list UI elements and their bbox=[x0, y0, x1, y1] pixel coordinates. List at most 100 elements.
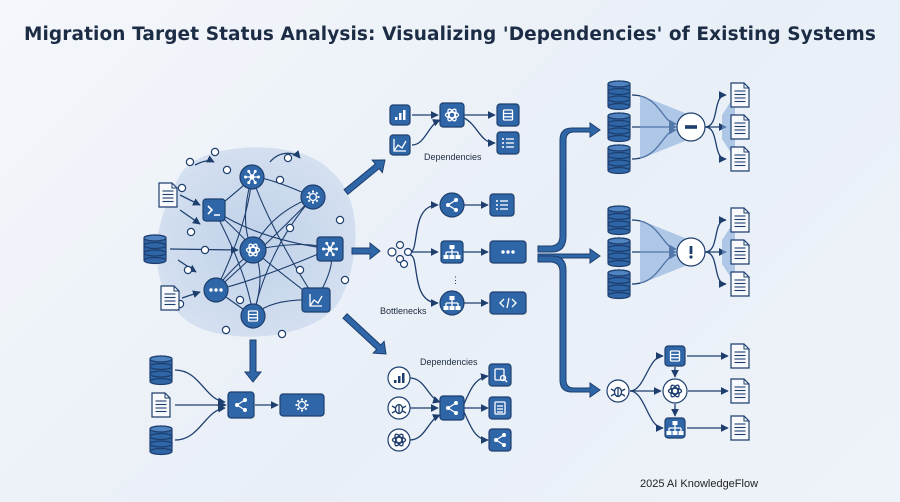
db-icon bbox=[247, 310, 259, 322]
right-top-group-document[interactable] bbox=[730, 114, 750, 140]
top-db-node[interactable] bbox=[496, 103, 520, 127]
input-database[interactable] bbox=[143, 234, 167, 265]
cluster-small-node[interactable] bbox=[186, 227, 196, 237]
right-bottom-document-3[interactable] bbox=[730, 415, 750, 441]
cluster-small-node[interactable] bbox=[222, 165, 232, 175]
right-bottom-document-2[interactable] bbox=[730, 378, 750, 404]
arrow-to-bottom-left-group bbox=[243, 339, 263, 383]
top-list-node[interactable] bbox=[496, 131, 520, 155]
right-top-group-database[interactable] bbox=[607, 80, 631, 111]
bl-document[interactable] bbox=[151, 392, 171, 418]
knot-icon bbox=[667, 384, 683, 398]
top-flow-node[interactable] bbox=[389, 134, 411, 156]
cluster-small-node[interactable] bbox=[340, 275, 350, 285]
cluster-flow-node[interactable] bbox=[301, 287, 331, 313]
middle-tree-node-2[interactable] bbox=[439, 290, 465, 316]
tree-icon bbox=[666, 421, 684, 435]
right-bottom-tree-node[interactable] bbox=[664, 417, 686, 439]
middle-source-dot[interactable] bbox=[403, 247, 413, 257]
chart-icon bbox=[395, 110, 406, 120]
cluster-small-node[interactable] bbox=[185, 157, 195, 167]
bottom-flow-node[interactable] bbox=[387, 396, 411, 420]
cluster-terminal-node[interactable] bbox=[202, 198, 226, 222]
cluster-small-node[interactable] bbox=[335, 215, 345, 225]
cluster-share-node[interactable] bbox=[316, 236, 344, 262]
search-icon bbox=[494, 368, 508, 383]
right-bottom-knot-node[interactable] bbox=[662, 378, 688, 404]
share-icon bbox=[494, 433, 506, 447]
cluster-small-node[interactable] bbox=[200, 245, 210, 255]
dependency-edge bbox=[704, 216, 727, 253]
dependency-edge bbox=[463, 411, 489, 444]
bl-database-bottom[interactable] bbox=[149, 425, 173, 456]
middle-tree-node[interactable] bbox=[440, 240, 464, 264]
cluster-dots-node[interactable] bbox=[203, 277, 229, 303]
bottom-knot-node[interactable] bbox=[387, 428, 411, 452]
right-top-group-database[interactable] bbox=[607, 112, 631, 143]
right-middle-group-document[interactable] bbox=[730, 207, 750, 233]
right-top-group-database[interactable] bbox=[607, 144, 631, 175]
cluster-small-node[interactable] bbox=[275, 175, 285, 185]
bottom-share-node-2[interactable] bbox=[488, 428, 512, 452]
middle-dots-node[interactable] bbox=[489, 240, 527, 264]
bl-gear-node[interactable] bbox=[279, 393, 325, 417]
middle-source-dot[interactable] bbox=[395, 240, 405, 250]
top-chart-node[interactable] bbox=[389, 104, 411, 126]
right-top-group-document[interactable] bbox=[730, 82, 750, 108]
dependency-edge bbox=[269, 150, 301, 163]
cluster-gear-node[interactable] bbox=[300, 184, 326, 210]
right-bottom-bug-node[interactable] bbox=[606, 379, 630, 403]
doc-icon bbox=[494, 401, 506, 415]
right-middle-group-status-node[interactable] bbox=[676, 237, 706, 267]
minus-icon bbox=[685, 125, 697, 129]
excl-icon bbox=[689, 246, 693, 259]
middle-source-dot[interactable] bbox=[399, 259, 409, 269]
dependency-edge bbox=[174, 369, 226, 406]
middle-doc-node[interactable] bbox=[489, 193, 515, 217]
bottom-search-node[interactable] bbox=[488, 363, 512, 387]
right-top-group bbox=[640, 95, 735, 159]
right-middle-group-document[interactable] bbox=[730, 271, 750, 297]
cluster-small-node[interactable] bbox=[183, 265, 193, 275]
right-middle-group-database[interactable] bbox=[607, 237, 631, 268]
cluster-small-node[interactable] bbox=[277, 329, 287, 339]
cluster-small-node[interactable] bbox=[283, 153, 293, 163]
dependency-edge bbox=[629, 352, 664, 392]
input-document-bottom[interactable] bbox=[160, 285, 180, 311]
input-document-top[interactable] bbox=[158, 182, 178, 208]
bottlenecks-label: Bottlenecks bbox=[380, 306, 427, 316]
tree-icon bbox=[443, 296, 461, 310]
cluster-small-node[interactable] bbox=[295, 265, 305, 275]
right-bottom-db-node[interactable] bbox=[664, 345, 686, 367]
top-knot-node[interactable] bbox=[439, 102, 465, 128]
gear-icon bbox=[295, 398, 309, 412]
db-icon bbox=[669, 350, 681, 362]
right-middle-group-database[interactable] bbox=[607, 269, 631, 300]
footer-credit: 2025 AI KnowledgeFlow bbox=[640, 478, 759, 490]
arrow-to-middle-group bbox=[351, 241, 381, 261]
cluster-small-node[interactable] bbox=[235, 295, 245, 305]
bottom-chart-node[interactable] bbox=[387, 366, 411, 390]
right-bottom-document-1[interactable] bbox=[730, 343, 750, 369]
dependency-edge bbox=[704, 126, 727, 163]
bl-database-top[interactable] bbox=[149, 355, 173, 386]
bl-share-node[interactable] bbox=[227, 391, 255, 419]
bottom-share-node[interactable] bbox=[439, 395, 465, 421]
cluster-core-node[interactable] bbox=[239, 236, 267, 264]
knot-icon bbox=[245, 243, 261, 257]
cluster-small-node[interactable] bbox=[177, 183, 187, 193]
right-middle-group-document[interactable] bbox=[730, 239, 750, 265]
tree-icon bbox=[443, 245, 461, 259]
dependency-edge bbox=[411, 119, 441, 146]
middle-share-node[interactable] bbox=[439, 192, 465, 218]
cluster-small-node[interactable] bbox=[285, 223, 295, 233]
right-middle-group-database[interactable] bbox=[607, 205, 631, 236]
right-top-group-document[interactable] bbox=[730, 146, 750, 172]
cluster-hub-node[interactable] bbox=[239, 164, 265, 190]
cluster-db-node[interactable] bbox=[240, 303, 266, 329]
cluster-small-node[interactable] bbox=[221, 325, 231, 335]
cluster-small-node[interactable] bbox=[210, 147, 220, 157]
right-top-group-status-node[interactable] bbox=[676, 112, 706, 142]
middle-code-node[interactable] bbox=[489, 291, 527, 315]
bottom-doc-node[interactable] bbox=[488, 396, 512, 420]
